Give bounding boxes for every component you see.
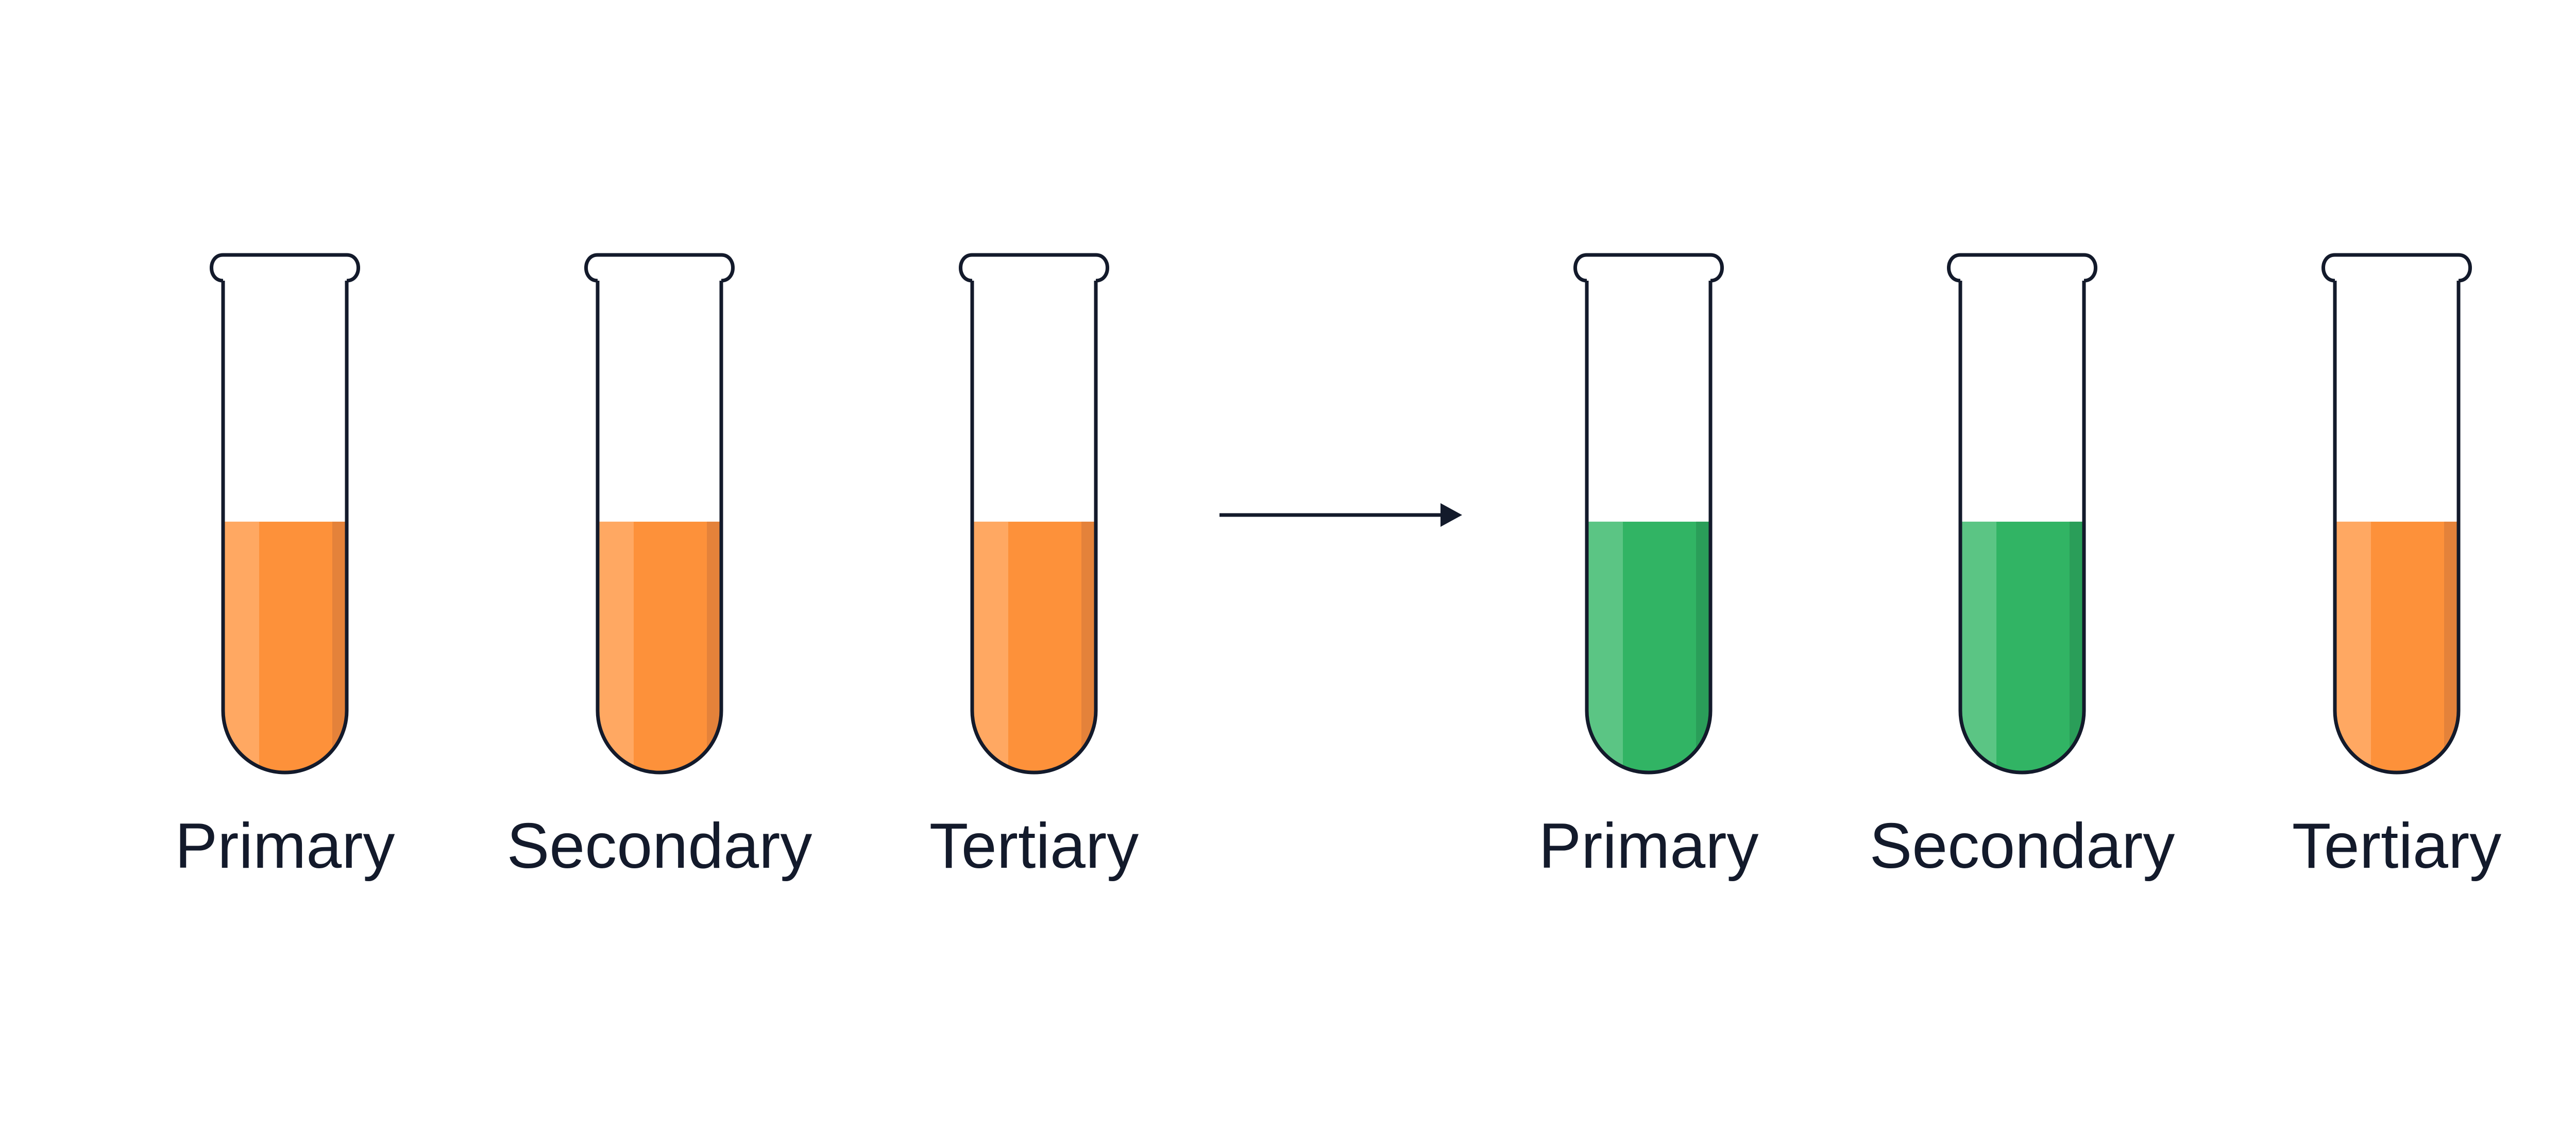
tube-label: Tertiary [2292,811,2502,882]
tube-label: Primary [1538,811,1758,882]
tube-outline [221,281,349,775]
liquid [2335,521,2459,772]
test-tube-before-primary: Primary [175,253,395,882]
tube-lip [1947,253,2097,283]
test-tube-after-tertiary: Tertiary [2292,253,2502,882]
tube-lip [959,253,1109,283]
liquid [1587,521,1710,772]
tube-lip [2321,253,2472,283]
tube-outline [1585,281,1713,775]
tube-outline [1958,281,2086,775]
tube-lip [584,253,735,283]
tube-label: Secondary [507,811,812,882]
tube-lip [210,253,360,283]
test-tube-after-primary: Primary [1538,253,1759,882]
after-group: Primary Secondary Tertiary [1538,253,2502,882]
tube-outline [2333,281,2461,775]
tube-lip [1573,253,1724,283]
liquid [972,521,1096,772]
liquid [223,521,347,772]
right-arrow-icon [1219,503,1462,527]
liquid [598,521,721,772]
tube-label: Tertiary [929,811,1139,882]
test-tube-after-secondary: Secondary [1870,253,2175,882]
test-tube-before-secondary: Secondary [507,253,812,882]
tube-label: Secondary [1870,811,2175,882]
liquid [1960,521,2084,772]
before-group: Primary Secondary Tertiary [175,253,1139,882]
tube-outline [596,281,723,775]
tube-label: Primary [175,811,395,882]
tube-outline [970,281,1098,775]
test-tube-before-tertiary: Tertiary [929,253,1139,882]
